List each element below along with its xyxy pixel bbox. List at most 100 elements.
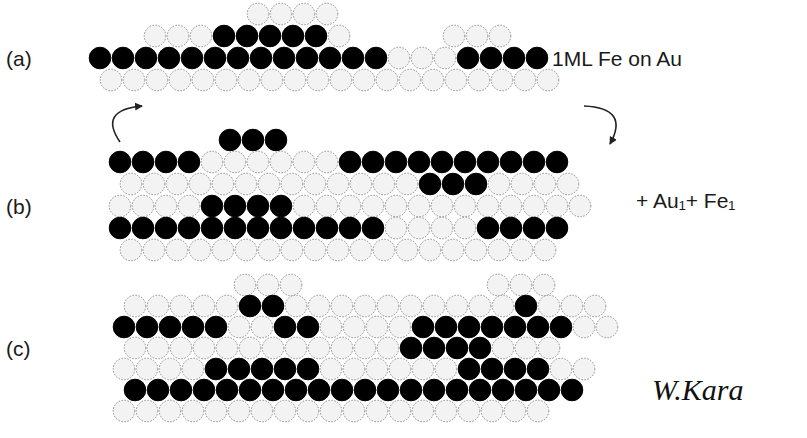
fe-atom: [431, 151, 453, 173]
au-atom: [228, 400, 250, 422]
au-atom: [331, 337, 353, 359]
fe-atom: [239, 295, 261, 317]
fe-atom: [113, 316, 135, 338]
fe-atom: [170, 379, 192, 401]
au-atom: [132, 195, 154, 217]
au-atom: [320, 358, 342, 380]
au-atom: [500, 195, 522, 217]
fe-atom: [178, 217, 200, 239]
fe-atom: [274, 358, 296, 380]
au-atom: [205, 400, 227, 422]
au-atom: [238, 69, 260, 91]
fe-atom: [201, 217, 223, 239]
au-atom: [327, 239, 349, 261]
fe-atom: [247, 195, 269, 217]
fe-atom: [242, 129, 264, 151]
fe-atom: [385, 151, 407, 173]
au-atom: [431, 195, 453, 217]
au-atom: [446, 295, 468, 317]
au-atom: [454, 217, 476, 239]
au-atom: [285, 295, 307, 317]
au-atom: [212, 173, 234, 195]
au-atom: [166, 239, 188, 261]
fe-atom: [446, 379, 468, 401]
au-atom: [400, 295, 422, 317]
fe-atom: [546, 217, 568, 239]
au-atom: [534, 239, 556, 261]
fe-atom: [135, 47, 157, 69]
au-atom: [389, 316, 411, 338]
au-atom: [100, 69, 122, 91]
au-atom: [343, 316, 365, 338]
au-atom: [569, 195, 591, 217]
au-atom: [366, 358, 388, 380]
au-atom: [216, 337, 238, 359]
au-atom: [477, 195, 499, 217]
panel-letter: (c): [6, 338, 31, 359]
fe-atom: [132, 217, 154, 239]
fe-atom: [205, 316, 227, 338]
au-atom: [366, 316, 388, 338]
fe-atom: [481, 316, 503, 338]
panel-letter: (b): [6, 196, 32, 217]
au-atom: [178, 195, 200, 217]
fe-atom: [293, 217, 315, 239]
au-atom: [189, 173, 211, 195]
au-atom: [190, 25, 212, 47]
au-atom: [399, 69, 421, 91]
au-atom: [235, 239, 257, 261]
fe-atom: [527, 358, 549, 380]
fe-atom: [112, 47, 134, 69]
au-atom: [527, 400, 549, 422]
fe-atom: [136, 316, 158, 338]
fe-atom: [155, 151, 177, 173]
author-credit: W.Kara: [652, 375, 743, 405]
au-atom: [533, 274, 555, 296]
fe-atom: [400, 337, 422, 359]
fe-atom: [458, 316, 480, 338]
fe-atom: [526, 47, 548, 69]
au-atom: [280, 274, 302, 296]
au-atom: [350, 239, 372, 261]
fe-atom: [124, 379, 146, 401]
fe-atom: [89, 47, 111, 69]
fe-atom: [274, 316, 296, 338]
fe-atom: [412, 316, 434, 338]
au-atom: [155, 195, 177, 217]
au-atom: [136, 358, 158, 380]
au-atom: [468, 69, 490, 91]
au-atom: [316, 3, 338, 25]
au-atom: [376, 69, 398, 91]
fe-atom: [159, 316, 181, 338]
au-atom: [284, 69, 306, 91]
au-atom: [274, 400, 296, 422]
au-atom: [385, 217, 407, 239]
au-atom: [377, 295, 399, 317]
fe-atom: [503, 47, 525, 69]
fe-atom: [354, 379, 376, 401]
fe-atom: [469, 337, 491, 359]
fe-atom: [365, 47, 387, 69]
au-atom: [327, 173, 349, 195]
au-atom: [396, 239, 418, 261]
fe-atom: [408, 151, 430, 173]
au-atom: [408, 195, 430, 217]
fe-atom: [282, 25, 304, 47]
au-atom: [366, 400, 388, 422]
au-atom: [538, 337, 560, 359]
au-atom: [308, 337, 330, 359]
au-atom: [257, 274, 279, 296]
fe-atom: [213, 25, 235, 47]
au-atom: [293, 3, 315, 25]
au-atom: [534, 173, 556, 195]
au-atom: [113, 358, 135, 380]
fe-atom: [342, 47, 364, 69]
au-atom: [235, 173, 257, 195]
au-atom: [320, 400, 342, 422]
fe-atom: [339, 217, 361, 239]
au-atom: [262, 337, 284, 359]
au-atom: [170, 337, 192, 359]
au-atom: [385, 195, 407, 217]
au-atom: [251, 400, 273, 422]
